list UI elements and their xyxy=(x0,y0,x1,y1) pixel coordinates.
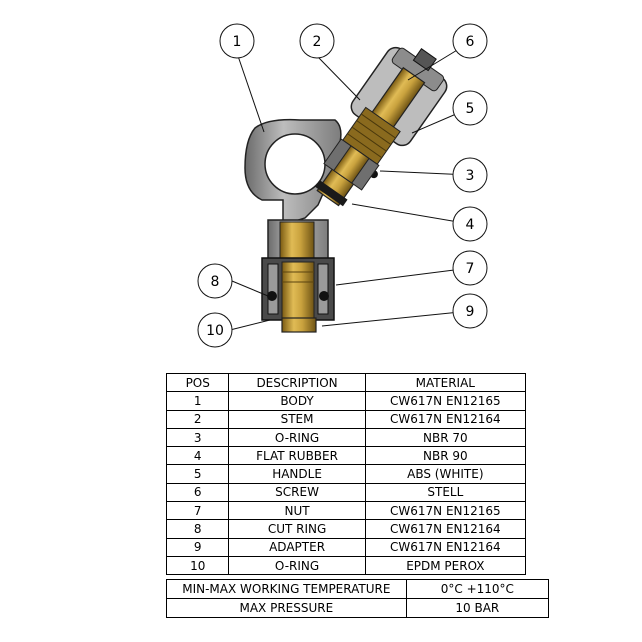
cell-pos: 5 xyxy=(165,464,230,484)
callout-6: 6 xyxy=(452,23,488,59)
adapter xyxy=(281,317,317,333)
cell-material: EPDM PEROX xyxy=(364,555,527,576)
cell-description: STEM xyxy=(228,409,366,429)
callouts: 1 2 6 5 3 4 7 9 8 10 xyxy=(197,23,488,348)
callout-5: 5 xyxy=(452,90,488,126)
svg-text:5: 5 xyxy=(466,101,475,117)
cell-description: CUT RING xyxy=(228,519,366,539)
cell-material: CW617N EN12165 xyxy=(364,391,527,411)
cell-description: ADAPTER xyxy=(228,537,366,557)
cell-material: CW617N EN12164 xyxy=(364,409,527,429)
cell-description: O-RING xyxy=(228,427,366,448)
cell-pos: 8 xyxy=(165,519,230,539)
cell-pos: 10 xyxy=(165,555,230,576)
svg-text:7: 7 xyxy=(466,261,475,277)
spec-label-temperature: MIN-MAX WORKING TEMPERATURE xyxy=(166,579,407,599)
cell-material: CW617N EN12164 xyxy=(364,537,527,557)
cell-description: NUT xyxy=(228,501,366,521)
cell-description: FLAT RUBBER xyxy=(228,446,366,466)
cell-description: BODY xyxy=(228,391,366,411)
spec-label-pressure: MAX PRESSURE xyxy=(166,598,407,618)
nut xyxy=(261,257,335,321)
svg-text:6: 6 xyxy=(466,34,475,50)
callout-1: 1 xyxy=(219,23,255,59)
spec-value-temperature: 0°C +110°C xyxy=(405,579,550,599)
spec-value-pressure: 10 BAR xyxy=(405,598,550,618)
svg-text:3: 3 xyxy=(466,168,475,184)
cell-material: ABS (WHITE) xyxy=(364,464,527,484)
valve-section-diagram: 1 2 6 5 3 4 7 9 8 10 xyxy=(197,23,488,348)
cell-pos: 7 xyxy=(165,501,230,521)
table-row: MAX PRESSURE 10 BAR xyxy=(166,598,550,618)
cell-description: HANDLE xyxy=(228,464,366,484)
svg-text:10: 10 xyxy=(206,323,224,339)
cell-material: NBR 70 xyxy=(364,427,527,448)
table-row: MIN-MAX WORKING TEMPERATURE 0°C +110°C xyxy=(166,579,550,599)
cell-description: O-RING xyxy=(228,555,366,576)
cell-pos: 4 xyxy=(165,446,230,466)
cell-material: CW617N EN12164 xyxy=(364,519,527,539)
stem-assembly xyxy=(315,46,448,207)
svg-text:9: 9 xyxy=(466,304,475,320)
callout-10: 10 xyxy=(197,312,233,348)
spec-table: MIN-MAX WORKING TEMPERATURE 0°C +110°C M… xyxy=(166,579,550,618)
callout-9: 9 xyxy=(452,293,488,329)
svg-text:4: 4 xyxy=(466,217,475,233)
cell-material: NBR 90 xyxy=(364,446,527,466)
callout-8: 8 xyxy=(197,263,233,299)
svg-text:2: 2 xyxy=(313,34,322,50)
cell-material: CW617N EN12165 xyxy=(364,501,527,521)
callout-2: 2 xyxy=(299,23,335,59)
cell-description: SCREW xyxy=(228,482,366,503)
svg-text:1: 1 xyxy=(233,34,242,50)
callout-4: 4 xyxy=(452,206,488,242)
header-material: MATERIAL xyxy=(364,372,527,393)
header-pos: POS xyxy=(165,372,230,393)
cell-pos: 1 xyxy=(165,391,230,411)
callout-3: 3 xyxy=(452,157,488,193)
cell-pos: 9 xyxy=(165,537,230,557)
cell-pos: 3 xyxy=(165,427,230,448)
cell-pos: 2 xyxy=(165,409,230,429)
svg-text:8: 8 xyxy=(211,274,220,290)
cell-material: STELL xyxy=(364,482,527,503)
parts-table-header: POS DESCRIPTION MATERIAL xyxy=(165,372,527,393)
header-description: DESCRIPTION xyxy=(228,372,366,393)
valve-body xyxy=(244,118,342,232)
valve-outlet xyxy=(267,219,329,263)
callout-7: 7 xyxy=(452,250,488,286)
cell-pos: 6 xyxy=(165,482,230,503)
